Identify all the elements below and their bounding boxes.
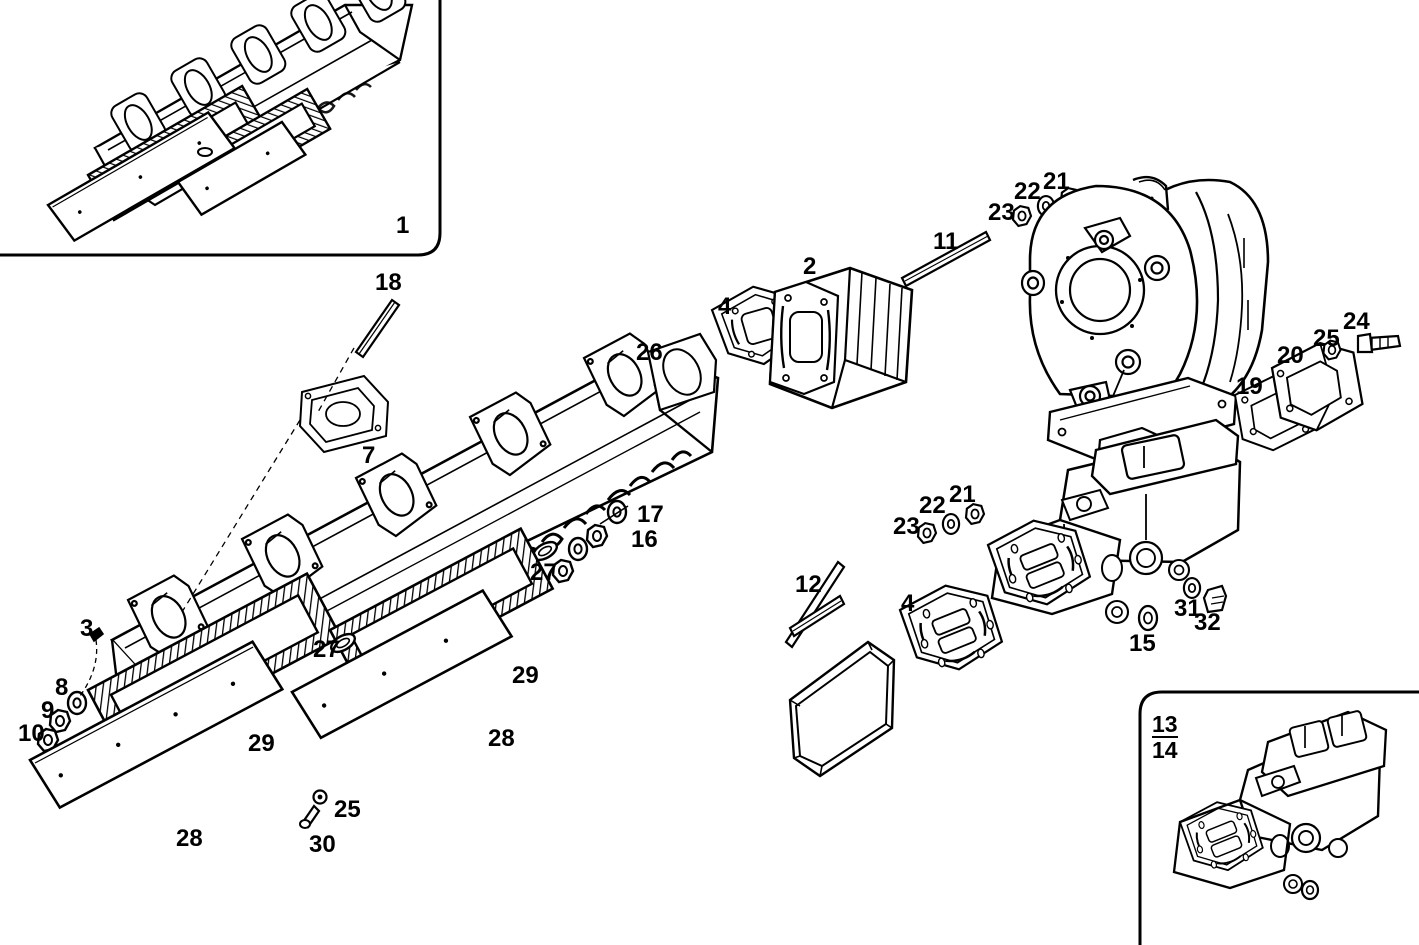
- callout-21-lower: 21: [949, 481, 976, 508]
- callout-18: 18: [375, 269, 402, 296]
- callout-9: 9: [41, 697, 55, 724]
- flange-20: [1270, 341, 1364, 432]
- cover-plate-28-left: [28, 639, 285, 810]
- inset-1-artwork: [46, 0, 414, 243]
- callout-15: 15: [1129, 630, 1156, 657]
- callout-29-right: 29: [512, 662, 539, 689]
- stud-11: [900, 230, 992, 288]
- callout-4-upper: 4: [718, 293, 732, 320]
- callout-4-lower: 4: [901, 590, 915, 617]
- callout-25-left: 25: [334, 796, 361, 823]
- callout-22-lower: 22: [919, 492, 946, 519]
- callout-24: 24: [1343, 308, 1370, 335]
- inset-box-1-frame: [0, 0, 442, 257]
- callout-21-upper: 21: [1043, 168, 1070, 195]
- housing-2: [768, 266, 914, 410]
- gasket-7: [299, 375, 389, 453]
- callout-7: 7: [362, 442, 376, 469]
- callout-20: 20: [1277, 342, 1304, 369]
- callout-29-left: 29: [248, 730, 275, 757]
- inset-label-13-14: 13 14: [1152, 712, 1178, 762]
- callout-17: 17: [637, 501, 664, 528]
- callout-32: 32: [1194, 609, 1221, 636]
- callout-23-lower: 23: [893, 513, 920, 540]
- screw-30: [299, 789, 328, 829]
- stud-18: [354, 298, 401, 359]
- callout-23-upper: 23: [988, 199, 1015, 226]
- callout-19: 19: [1236, 373, 1263, 400]
- callout-16: 16: [631, 526, 658, 553]
- bolt-24: [1356, 332, 1402, 354]
- stud-12b: [788, 594, 846, 638]
- turbocharger: [1020, 175, 1270, 490]
- callout-11: 11: [933, 228, 959, 255]
- callout-28-right: 28: [488, 725, 515, 752]
- callout-27-lower: 27: [313, 636, 340, 663]
- callout-28-left: 28: [176, 825, 203, 852]
- callout-1: 1: [396, 212, 410, 239]
- callout-3: 3: [80, 615, 94, 642]
- callout-26: 26: [636, 339, 663, 366]
- hardware-cluster-left: [36, 626, 105, 753]
- callout-2: 2: [803, 253, 817, 280]
- inset-13-14-artwork: [1172, 710, 1388, 901]
- callout-31: 31: [1174, 595, 1201, 622]
- cover-plate-28-right: [290, 588, 514, 740]
- callout-12: 12: [795, 571, 822, 598]
- callout-27-upper: 27: [530, 559, 557, 586]
- hardware-cluster-right-lower: [1137, 577, 1228, 632]
- callout-8: 8: [55, 674, 69, 701]
- inset-label-numerator: 13: [1152, 711, 1178, 737]
- frame-gasket-lower: [788, 640, 896, 778]
- callout-22-upper: 22: [1014, 178, 1041, 205]
- inset-label-denominator: 14: [1152, 736, 1178, 764]
- exhaust-elbow-assembly: [983, 418, 1242, 625]
- callout-10: 10: [18, 720, 45, 747]
- callout-25-right: 25: [1313, 325, 1340, 352]
- callout-30: 30: [309, 831, 336, 858]
- inset-box-13-14-frame: [1138, 690, 1419, 945]
